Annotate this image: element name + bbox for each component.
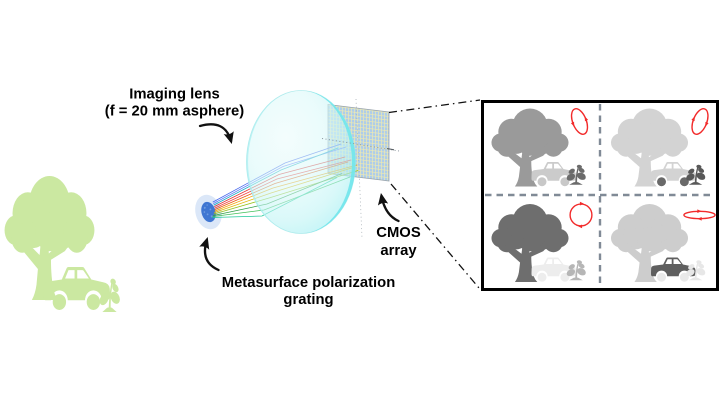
svg-text:array: array bbox=[380, 243, 417, 259]
svg-text:CMOS: CMOS bbox=[376, 225, 421, 241]
svg-text:(f = 20 mm asphere): (f = 20 mm asphere) bbox=[105, 104, 244, 120]
svg-text:grating: grating bbox=[283, 292, 333, 308]
svg-text:Imaging lens: Imaging lens bbox=[129, 87, 219, 103]
svg-text:Metasurface polarization: Metasurface polarization bbox=[222, 275, 396, 291]
